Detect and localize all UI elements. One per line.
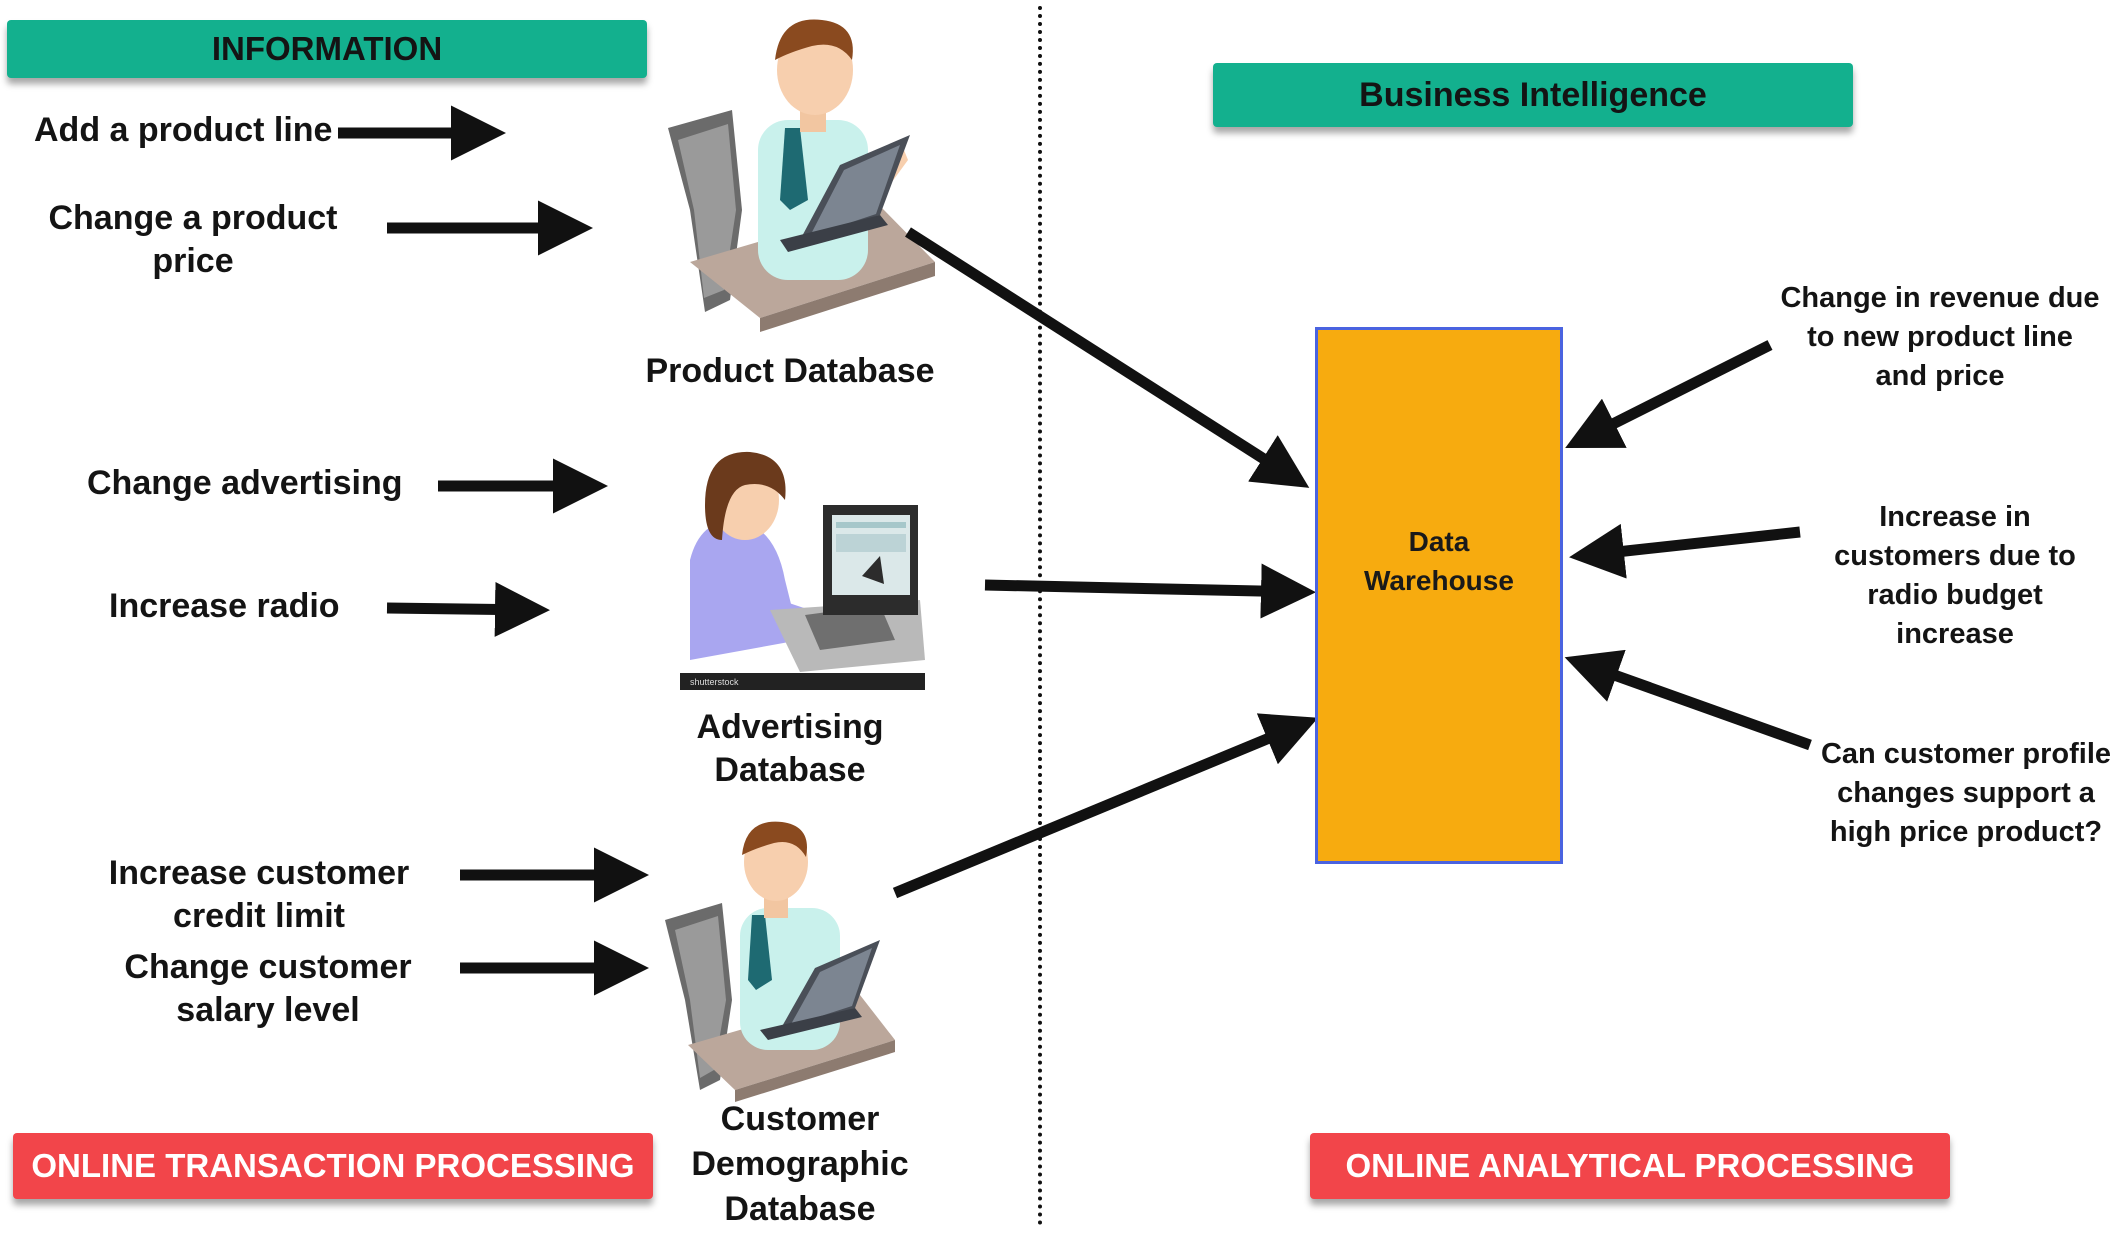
arrow-customer-to-warehouse [892, 713, 1319, 899]
label-change-advertising: Change advertising [87, 464, 403, 502]
oltp-banner: ONLINE TRANSACTION PROCESSING [13, 1133, 653, 1199]
business-intelligence-banner: Business Intelligence [1213, 63, 1853, 127]
label-product-database: Product Database [645, 352, 935, 390]
warehouse-arrows [892, 227, 1812, 899]
label-customer-profile: Can customer profile changes support a h… [1820, 738, 2112, 849]
label-advertising-database: Advertising Database [696, 708, 884, 790]
label-change-salary-level: Change customer salary level [124, 948, 412, 1030]
information-banner-text: INFORMATION [211, 30, 443, 67]
olap-banner-text: ONLINE ANALYTICAL PROCESSING [1345, 1147, 1915, 1184]
label-change-product-price: Change a product price [48, 199, 338, 281]
customer-database-illustration-icon [665, 821, 895, 1102]
arrow-customers-to-warehouse [1569, 523, 1801, 579]
arrow-profile-to-warehouse [1564, 649, 1812, 751]
label-increase-credit-limit: Increase customer credit limit [108, 854, 410, 936]
label-revenue-change: Change in revenue due to new product lin… [1780, 282, 2100, 393]
data-warehouse-box: Data Warehouse [1315, 327, 1563, 864]
advertising-database-illustration-icon: shutterstock [680, 451, 925, 690]
label-customer-demographic-database: Customer Demographic Database [691, 1100, 909, 1229]
label-customer-increase: Increase in customers due to radio budge… [1834, 501, 2076, 651]
input-arrows [338, 105, 649, 996]
arrow-increase-radio [386, 581, 550, 637]
warehouse-label-line1: Data [1408, 526, 1470, 557]
oltp-banner-text: ONLINE TRANSACTION PROCESSING [31, 1147, 635, 1184]
information-banner: INFORMATION [7, 20, 647, 78]
arrow-advertising-to-warehouse [984, 563, 1316, 619]
label-increase-radio: Increase radio [109, 587, 340, 625]
section-divider [1038, 6, 1042, 1226]
arrow-product-to-warehouse [905, 227, 1310, 488]
arrow-revenue-to-warehouse [1565, 340, 1773, 448]
product-database-illustration-icon [668, 19, 935, 332]
warehouse-label-line2: Warehouse [1364, 565, 1514, 597]
olap-banner: ONLINE ANALYTICAL PROCESSING [1310, 1133, 1950, 1199]
label-add-product-line: Add a product line [34, 111, 333, 149]
business-intelligence-banner-text: Business Intelligence [1359, 75, 1707, 114]
shutterstock-watermark: shutterstock [690, 677, 739, 687]
